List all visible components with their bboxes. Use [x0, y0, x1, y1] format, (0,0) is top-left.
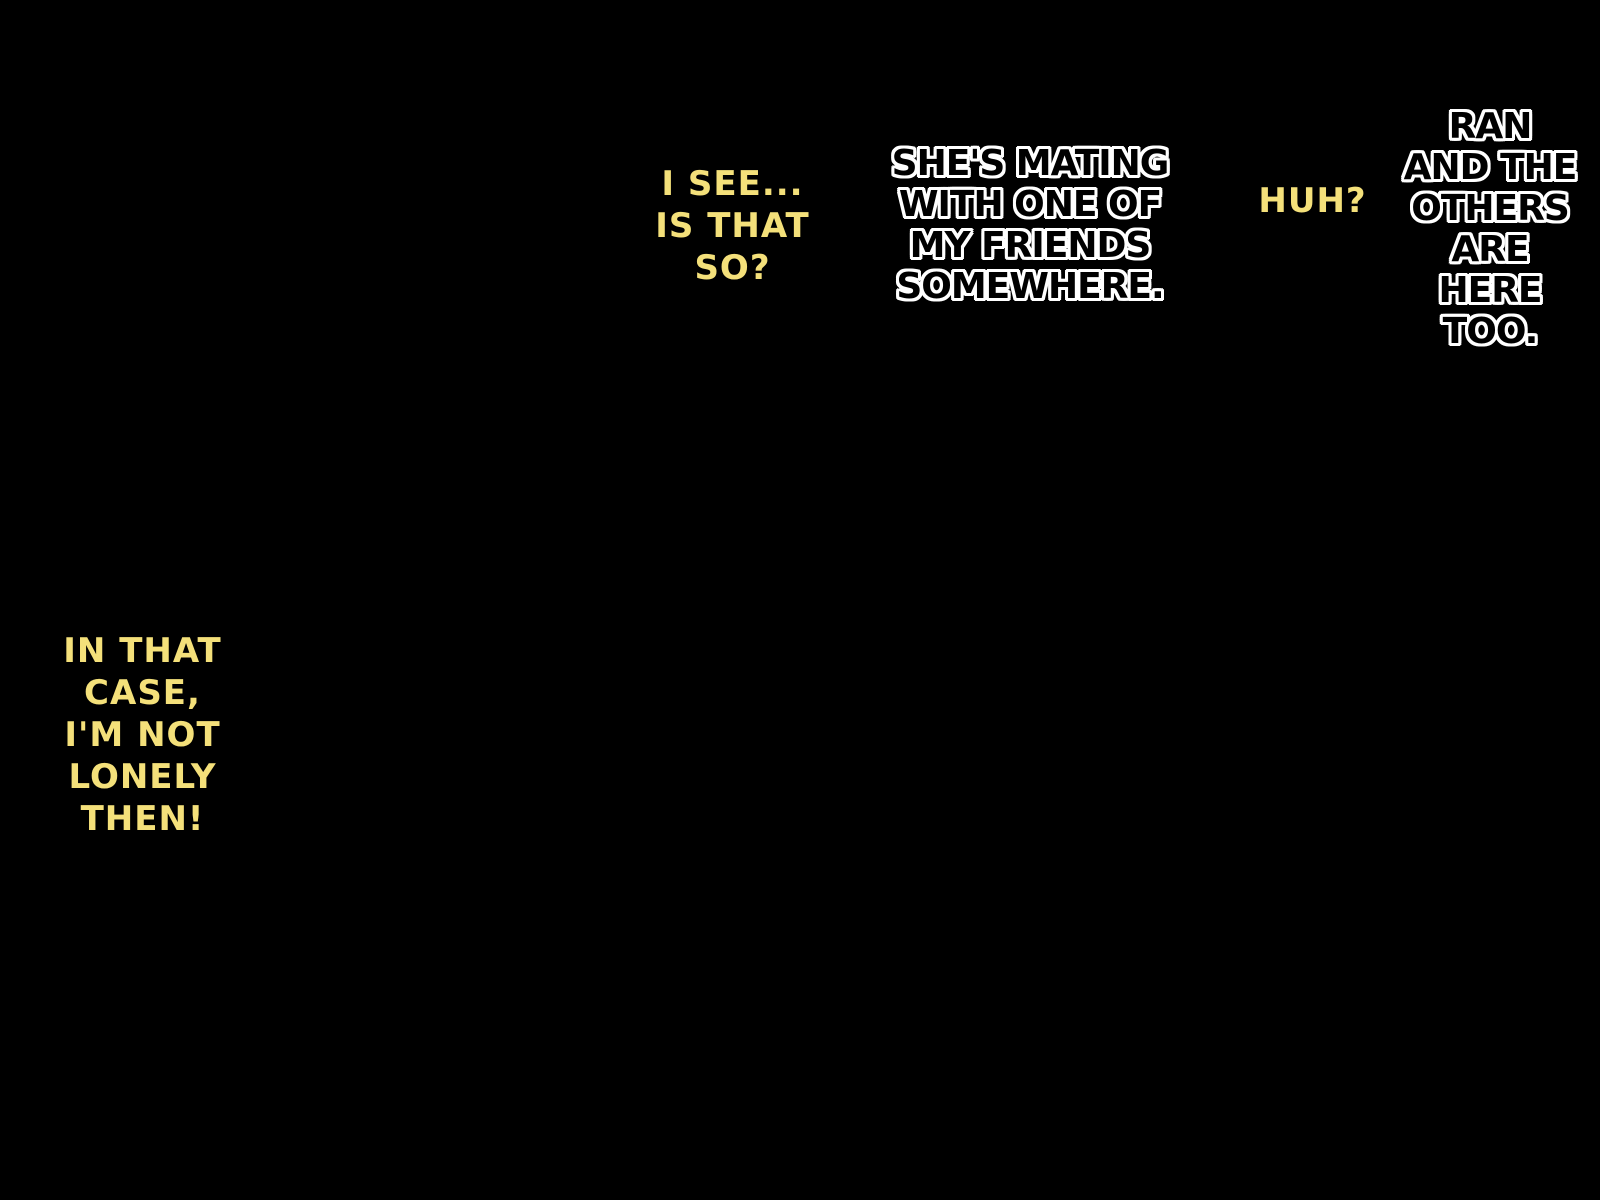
caption-i-see: I SEE... IS THAT SO? [655, 164, 810, 288]
caption-shes-mating: SHE'S MATING WITH ONE OF MY FRIENDS SOME… [891, 143, 1170, 307]
caption-huh: HUH? [1258, 181, 1367, 221]
caption-not-lonely: IN THAT CASE, I'M NOT LONELY THEN! [63, 631, 222, 839]
caption-ran-and-others: RAN AND THE OTHERS ARE HERE TOO. [1403, 106, 1578, 352]
